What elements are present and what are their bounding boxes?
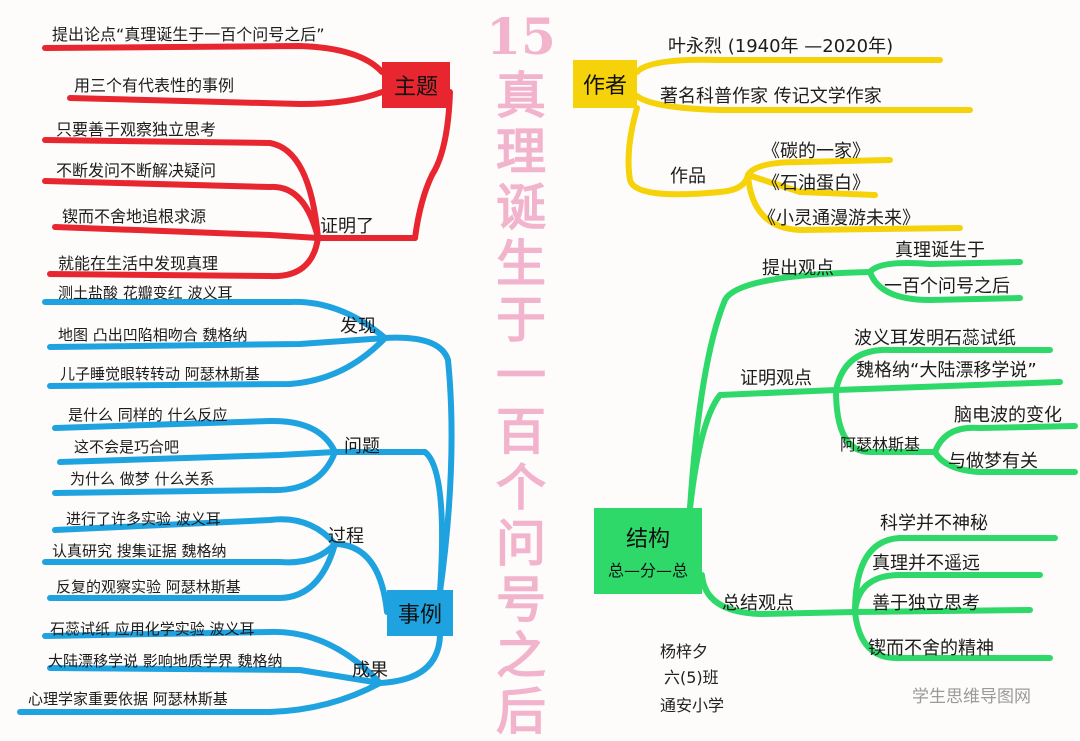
cases-result-item: 大陆漂移学说 影响地质学界 魏格纳 [48,652,283,670]
title-char: 真 [496,66,546,125]
cases-results-label: 成果 [352,660,388,681]
theme-branches [42,43,453,280]
cases-process-label: 过程 [328,526,364,547]
theme-proved-item: 不断发问不断解决疑问 [56,161,217,180]
cases-node: 事例 [387,590,453,636]
structure-sub: 总—分—总 [607,561,688,580]
signature-name: 杨梓夕 [660,642,709,661]
cases-result-item: 心理学家重要依据 阿瑟林斯基 [28,690,228,708]
structure-prove-item: 波义耳发明石蕊试纸 [854,328,1016,349]
author-node: 作者 [573,60,637,108]
author-branches [625,56,973,233]
structure-summary-label: 总结观点 [722,593,794,614]
title-char: 于 [496,290,546,349]
cases-discovery-item: 测土盐酸 花瓣变红 波义耳 [58,284,233,302]
structure-propose-label: 提出观点 [762,258,834,279]
theme-proved-label: 证明了 [320,216,374,237]
title-char: 一 [496,346,546,405]
title-char: 号 [496,570,546,629]
structure-prove-sub-item: 与做梦有关 [948,451,1038,472]
title-number: 15 [486,7,556,66]
cases-process-item: 进行了许多实验 波义耳 [66,510,221,528]
author-work-item: 《石油蛋白》 [762,173,870,194]
structure-summary-item: 善于独立思考 [872,593,980,614]
watermark: 学生思维导图网 [912,687,1031,707]
cases-process-item: 认真研究 搜集证据 魏格纳 [52,542,227,560]
structure-summary-item: 科学并不神秘 [880,513,988,534]
structure-propose-item: 一百个问号之后 [884,276,1010,297]
title-char: 百 [496,402,546,461]
cases-question-item: 为什么 做梦 什么关系 [70,470,215,488]
cases-question-item: 这不会是巧合吧 [74,438,180,456]
author-work-item: 《碳的一家》 [762,141,870,162]
title-char: 问 [496,514,546,573]
structure-summary-item: 锲而不舍的精神 [868,638,994,659]
structure-prove-item: 魏格纳“大陆漂移学说” [856,360,1037,381]
cases-discovery-item: 地图 凸出凹陷相吻合 魏格纳 [58,326,248,344]
structure-branches [687,259,1078,662]
title-char: 个 [496,458,546,517]
cases-question-item: 是什么 同样的 什么反应 [68,406,228,424]
cases-result-item: 石蕊试纸 应用化学实验 波义耳 [50,620,255,638]
signature-school: 通安小学 [660,696,725,715]
structure-label: 结构 [625,527,670,552]
vertical-title: 15 真 理 诞 生 于 一 百 个 问 号 之 后 [486,12,556,740]
cases-discovery-label: 发现 [340,316,376,337]
author-name: 叶永烈 (1940年 —2020年) [668,36,894,57]
theme-examples: 用三个有代表性的事例 [74,76,235,95]
title-char: 理 [496,122,546,181]
structure-propose-item: 真理诞生于 [895,240,985,261]
theme-proved-item: 就能在生活中发现真理 [58,254,219,273]
theme-node: 主题 [382,62,450,108]
title-char: 生 [496,234,546,293]
theme-proved-item: 锲而不舍地追根求源 [62,207,207,226]
cases-process-item: 反复的观察实验 阿瑟林斯基 [56,578,241,596]
structure-node: 结构 总—分—总 [594,508,702,594]
structure-prove-sub-label: 阿瑟林斯基 [840,435,921,454]
cases-discovery-item: 儿子睡觉眼转转动 阿瑟林斯基 [60,365,260,383]
title-char: 后 [496,682,546,741]
structure-summary-item: 真理并不遥远 [872,553,980,574]
title-char: 诞 [496,178,546,237]
structure-prove-sub-item: 脑电波的变化 [954,405,1062,426]
signature-class: 六(5)班 [664,668,719,687]
author-work-item: 《小灵通漫游未来》 [758,208,920,229]
title-char: 之 [496,626,546,685]
theme-claim: 提出论点“真理诞生于一百个问号之后” [52,25,325,44]
theme-proved-item: 只要善于观察独立思考 [56,120,217,139]
cases-questions-label: 问题 [344,436,380,457]
author-works-label: 作品 [670,166,706,187]
structure-prove-label: 证明观点 [740,368,812,389]
author-desc: 著名科普作家 传记文学作家 [660,86,882,107]
cases-branches [17,298,455,715]
